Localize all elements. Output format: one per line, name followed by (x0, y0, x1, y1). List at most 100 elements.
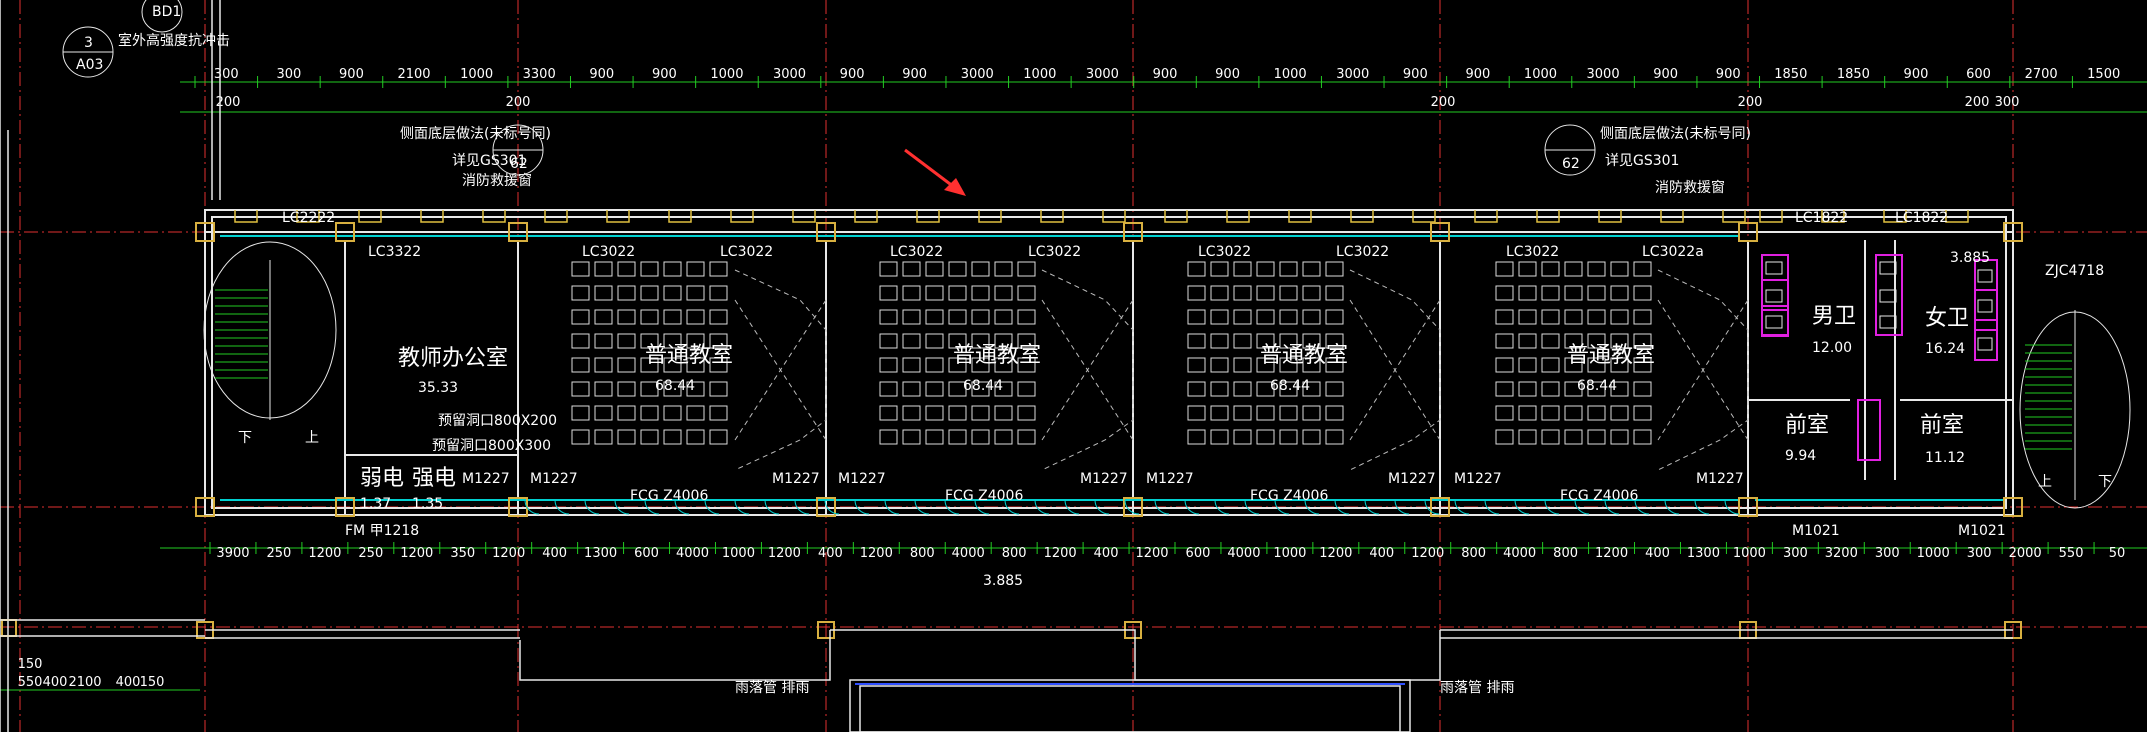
column (1738, 222, 1758, 242)
desk (1256, 405, 1275, 421)
dim-mid-17: 800 (1002, 546, 1027, 561)
door-swing (614, 499, 630, 515)
desk (1587, 381, 1606, 397)
detail-62-b: 62 (1562, 156, 1580, 172)
column (335, 222, 355, 242)
desk (1564, 429, 1583, 445)
dim-mid-0: 3900 (216, 546, 249, 561)
desk (686, 429, 705, 445)
code-lc1822-1: LC1822 (1795, 210, 1848, 226)
dim-mid-6: 1200 (492, 546, 525, 561)
door-swing (1184, 499, 1200, 515)
dim-top2-1: 200 (506, 95, 531, 110)
door-swing (1724, 499, 1740, 515)
desk (686, 405, 705, 421)
vestibule-area-1: 9.94 (1785, 448, 1816, 464)
desk (1279, 309, 1298, 325)
desk (1302, 333, 1321, 349)
desk (571, 381, 590, 397)
desk (640, 381, 659, 397)
desk (1564, 357, 1583, 373)
dim-mid-18: 1200 (1044, 546, 1077, 561)
desk (709, 261, 728, 277)
desk (686, 381, 705, 397)
dim-top-27: 900 (1904, 67, 1929, 82)
stair-up-right: 上 (2038, 474, 2052, 490)
elevation: 3.885 (983, 573, 1023, 589)
dim-top-12: 3000 (961, 67, 994, 82)
window-notch (854, 210, 878, 223)
desk (640, 285, 659, 301)
window-notch (1722, 210, 1746, 223)
window-notch (1474, 210, 1498, 223)
dim-mid-22: 4000 (1227, 546, 1260, 561)
detail-a03: A03 (76, 57, 103, 73)
desk (1187, 405, 1206, 421)
dim-mid-30: 1200 (1595, 546, 1628, 561)
classroom-label-3: 普通教室 (1260, 343, 1348, 368)
desk (686, 309, 705, 325)
dim-mid-29: 800 (1553, 546, 1578, 561)
desk (994, 333, 1013, 349)
desk (994, 405, 1013, 421)
desk (1325, 357, 1344, 373)
dim-mid-27: 800 (1461, 546, 1486, 561)
window-notch (606, 210, 630, 223)
code-m1021-2: M1021 (1958, 523, 2006, 539)
desk (709, 405, 728, 421)
dim-mid-24: 1200 (1319, 546, 1352, 561)
door-swing (674, 499, 690, 515)
door-swing (914, 499, 930, 515)
desk (902, 309, 921, 325)
note-ref-1: 详见GS301 (452, 153, 526, 169)
window-codes: LC2222 LC3322 LC3022 LC3022 LC3022 LC302… (282, 210, 2104, 539)
desk (571, 285, 590, 301)
column (816, 222, 836, 242)
desk (617, 309, 636, 325)
window-notch (1102, 210, 1126, 223)
desk (948, 429, 967, 445)
male-wc-area: 12.00 (1812, 340, 1852, 356)
desk (617, 261, 636, 277)
code-fcz-4: FCG Z4006 (1560, 488, 1638, 504)
desk (571, 261, 590, 277)
desk (640, 357, 659, 373)
window-notch (1883, 210, 1907, 223)
detail-bd1: BD1 (152, 4, 181, 20)
code-zjc: ZJC4718 (2045, 263, 2104, 279)
desk (948, 309, 967, 325)
desk (1256, 309, 1275, 325)
desk (1541, 381, 1560, 397)
desk (594, 405, 613, 421)
dim-mid-12: 1200 (768, 546, 801, 561)
dim-top-15: 900 (1153, 67, 1178, 82)
desk (971, 429, 990, 445)
detail-62-a: 62 (510, 156, 528, 172)
dim-top-10: 900 (840, 67, 865, 82)
code-lc3022-2: LC3022 (720, 244, 773, 260)
desk (948, 357, 967, 373)
dim-top2-4: 200 (1965, 95, 1990, 110)
beam-note-1: 预留洞口800X200 (438, 413, 557, 429)
door-swing (554, 499, 570, 515)
desk (1279, 261, 1298, 277)
desk (879, 309, 898, 325)
column (1430, 222, 1450, 242)
desk (994, 261, 1013, 277)
desk (1187, 285, 1206, 301)
desk (1587, 405, 1606, 421)
door-swing (1604, 499, 1620, 515)
desk (1187, 429, 1206, 445)
dim-top-11: 900 (902, 67, 927, 82)
desk (686, 285, 705, 301)
dim-top-1: 300 (276, 67, 301, 82)
desk (1564, 285, 1583, 301)
dim-bottom-5: 150 (140, 675, 165, 690)
detail-3: 3 (84, 35, 93, 51)
drain-note-1: 雨落管 排雨 (735, 680, 809, 696)
desk (1302, 357, 1321, 373)
dim-top-21: 1000 (1524, 67, 1557, 82)
door-swing (1154, 499, 1170, 515)
desk (1233, 405, 1252, 421)
code-lc3022-1: LC3022 (582, 244, 635, 260)
